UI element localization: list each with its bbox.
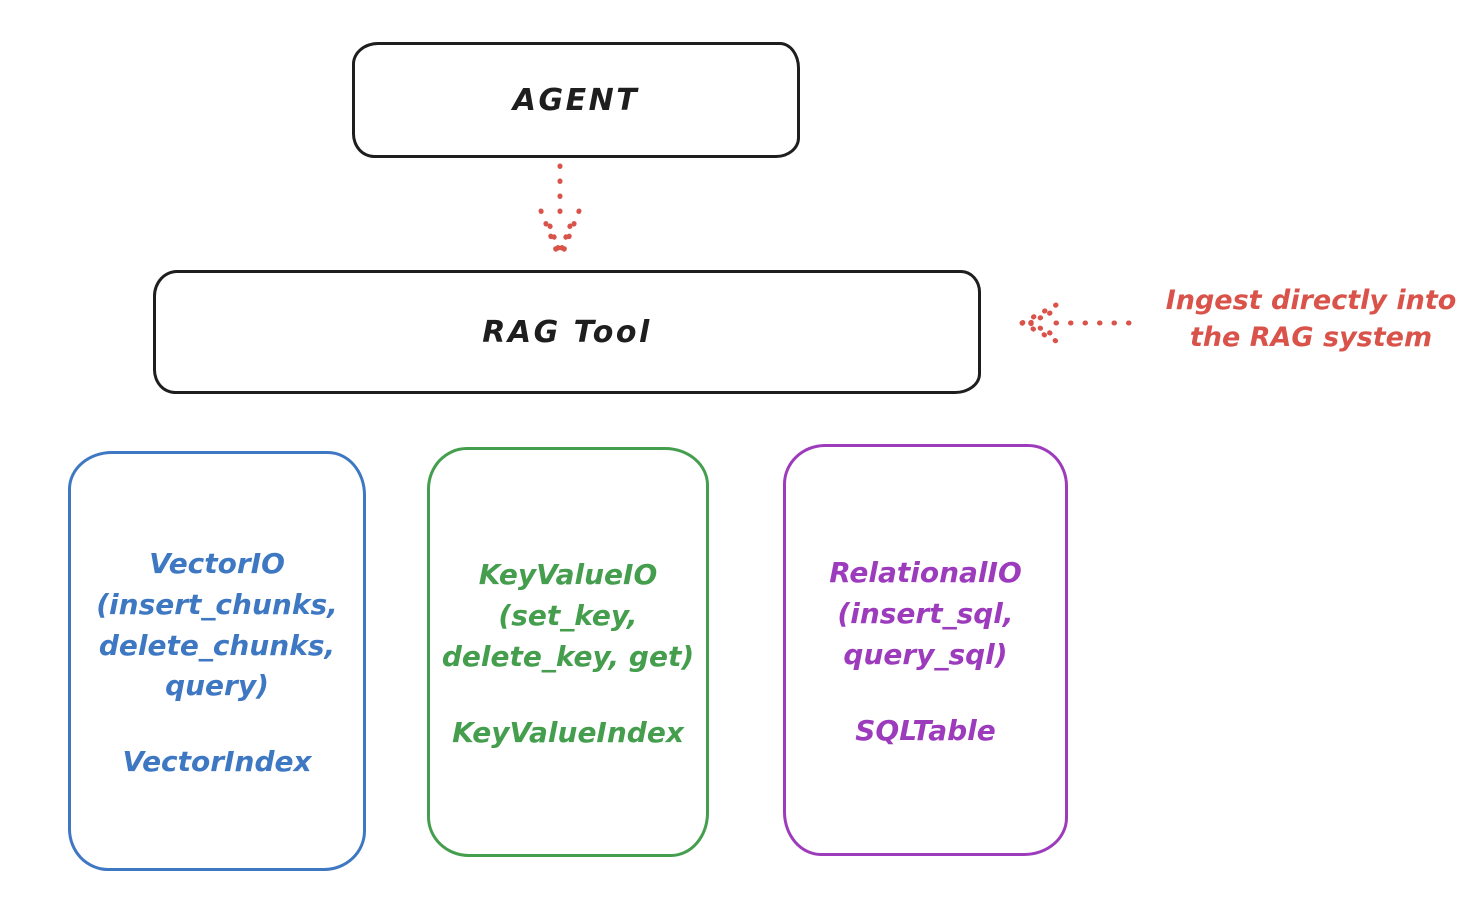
ingest-arrow-icon [1019,302,1139,344]
vector-io-box: VectorIO (insert_chunks, delete_chunks, … [68,451,366,871]
vector-io-methods: VectorIO (insert_chunks, delete_chunks, … [96,546,338,703]
rag-tool-label: RAG Tool [482,314,652,350]
sql-table-label: SQLTable [855,713,996,747]
agent-label: AGENT [512,82,640,118]
agent-box: AGENT [352,42,800,158]
keyvalue-index-label: KeyValueIndex [452,715,684,749]
relational-io-methods: RelationalIO (insert_sql, query_sql) [829,556,1022,671]
ingest-annotation: Ingest directly into the RAG system [1165,285,1457,354]
rag-tool-box: RAG Tool [153,270,981,394]
agent-to-rag-arrow-icon [538,163,582,263]
keyvalue-io-methods: KeyValueIO (set_key, delete_key, get) [441,558,695,673]
keyvalue-io-box: KeyValueIO (set_key, delete_key, get) Ke… [427,447,709,857]
relational-io-box: RelationalIO (insert_sql, query_sql) SQL… [783,444,1068,856]
vector-index-label: VectorIndex [122,745,312,779]
